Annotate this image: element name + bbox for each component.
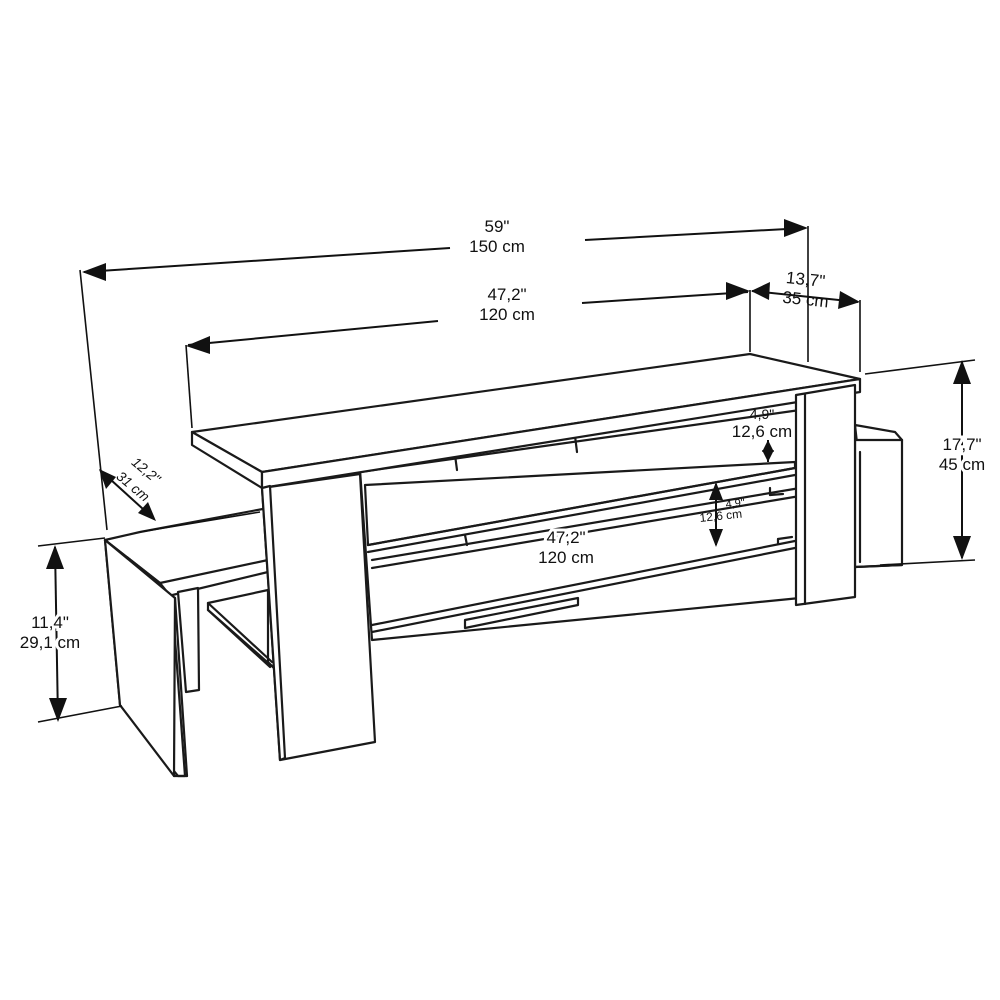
side-depth-extension [139, 511, 261, 533]
height-inch-label: 17,7" [942, 435, 981, 454]
lower-gap-cm-label: 12,6 cm [699, 507, 743, 525]
side-height-extension-bottom [37, 705, 123, 723]
tabletop [190, 352, 862, 490]
dimension-annotations: 59" 150 cm 47,2" 120 cm 13,7" 35 cm 17,7… [17, 217, 988, 723]
upper-gap-cm-label: 12,6 cm [732, 422, 792, 441]
side-depth-dimension: 12,2" 31 cm [99, 454, 164, 521]
lower-gap-inch-label: 4,9" [725, 497, 745, 511]
depth-inch-label: 13,7" [785, 268, 826, 291]
height-extension-top [864, 359, 976, 375]
depth-cm-label: 35 cm [782, 288, 830, 312]
unit-width-inch-label: 47,2" [487, 285, 526, 304]
lower-shelf-gap-dimension: 4,9" 12,6 cm [699, 482, 745, 547]
shelf-width-cm-label: 120 cm [538, 548, 594, 567]
height-extension-bottom [879, 559, 976, 566]
unit-width-cm-label: 120 cm [479, 305, 535, 324]
total-width-extension-left [79, 269, 108, 531]
shelf-width-inch-label: 47,2" [546, 528, 585, 547]
unit-width-dimension: 47,2" 120 cm [186, 282, 750, 354]
side-height-cm-label: 29,1 cm [20, 633, 80, 652]
right-side-extension [853, 423, 904, 569]
height-cm-label: 45 cm [939, 455, 985, 474]
height-dimension: 17,7" 45 cm [936, 360, 988, 560]
front-left-leg [260, 472, 377, 762]
right-leg [794, 383, 857, 607]
left-side-extension [103, 506, 270, 778]
upper-gap-inch-label: 4,9" [750, 406, 774, 422]
side-height-dimension: 11,4" 29,1 cm [17, 545, 83, 722]
total-width-dimension: 59" 150 cm [82, 217, 808, 281]
upper-shelf-gap-dimension: 4,9" 12,6 cm [732, 406, 792, 462]
tv-stand-drawing [103, 352, 904, 778]
side-height-inch-label: 11,4" [31, 613, 69, 632]
shelf-width-label: 47,2" 120 cm [535, 525, 597, 570]
side-height-extension-top [37, 537, 106, 547]
total-width-cm-label: 150 cm [469, 237, 525, 256]
unit-width-extension-left [185, 344, 193, 429]
depth-dimension: 13,7" 35 cm [751, 268, 860, 311]
bottom-shelf [206, 588, 276, 670]
total-width-inch-label: 59" [485, 217, 510, 236]
